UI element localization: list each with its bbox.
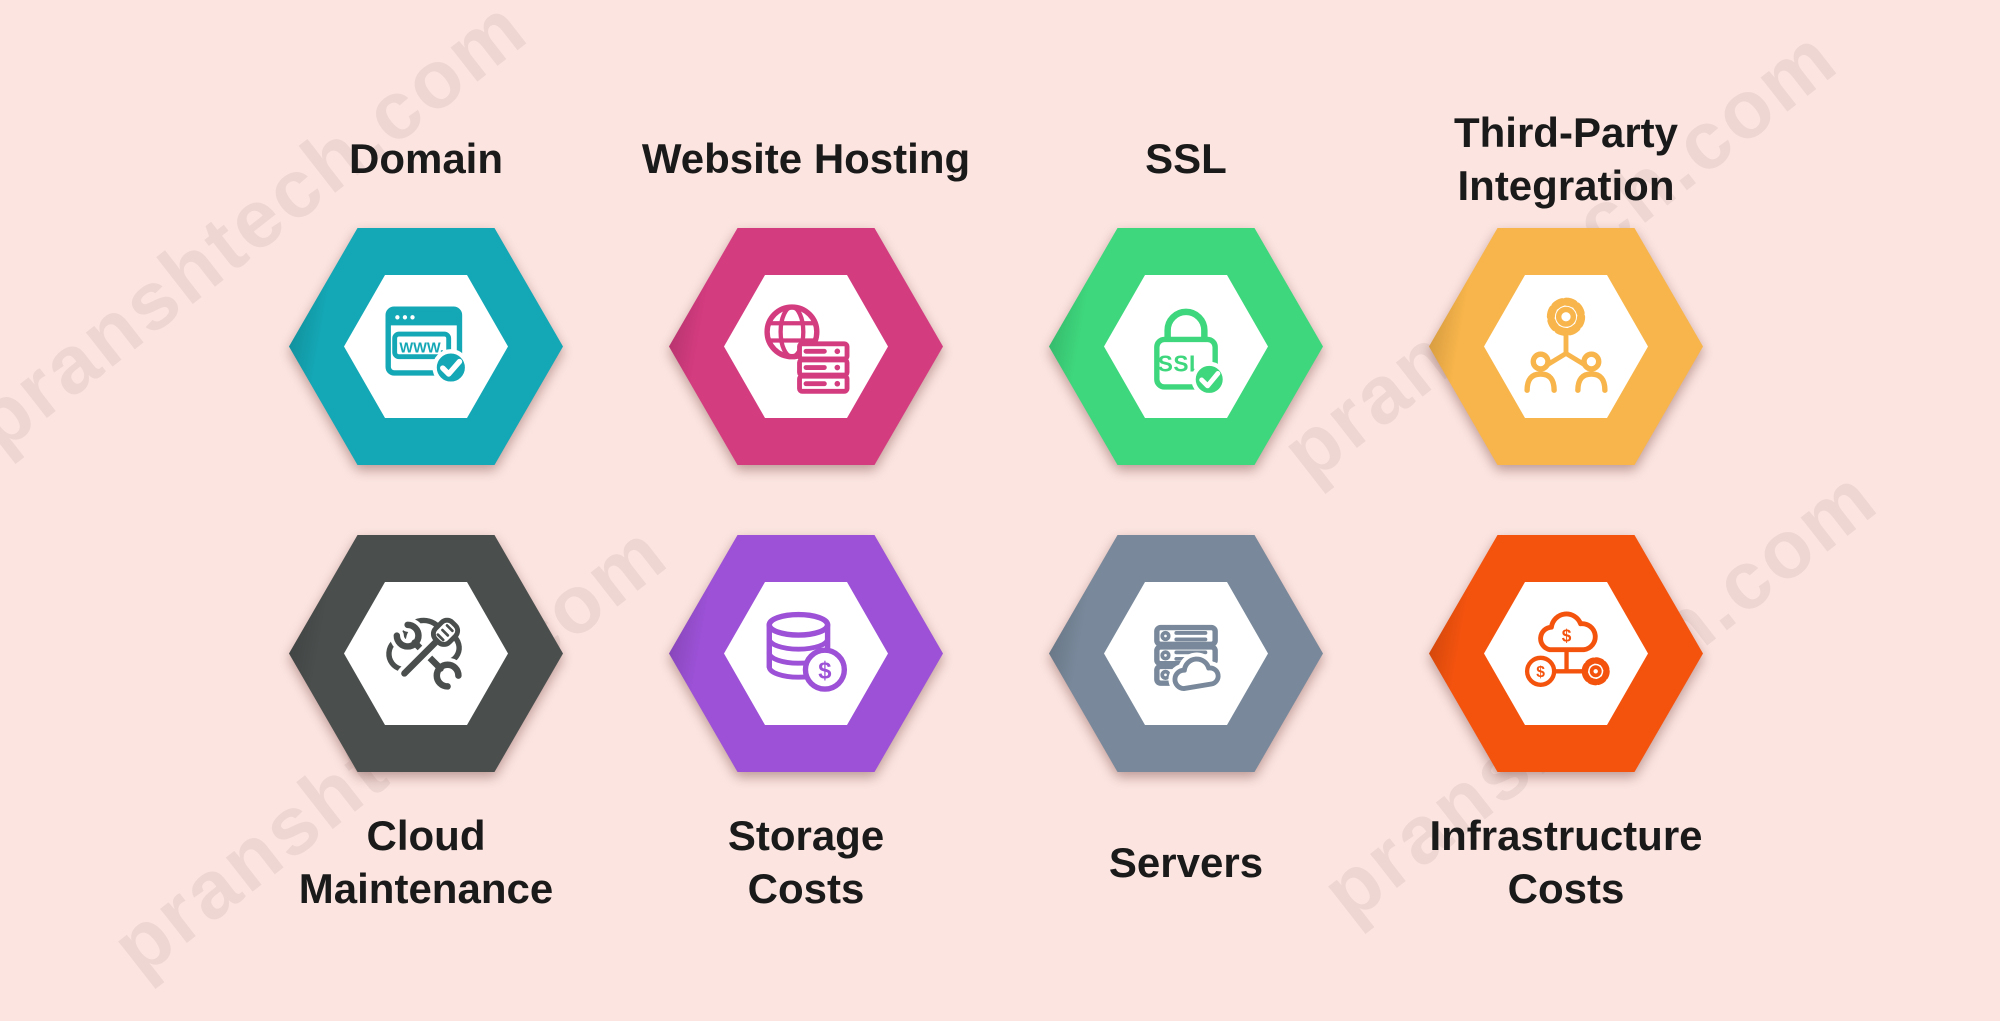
hexagon-cloud-maintenance xyxy=(289,535,563,772)
ssl-padlock-check-icon: SSL xyxy=(1154,308,1228,397)
globe-servers-icon xyxy=(764,303,850,394)
hexagon-servers xyxy=(1049,535,1323,772)
hexagon-infrastructure-costs: $ $ xyxy=(1429,535,1703,772)
item-label-servers: Servers xyxy=(1108,838,1264,886)
svg-text:WWW.: WWW. xyxy=(399,340,444,356)
gear-people-icon xyxy=(1524,297,1608,393)
server-rack-cloud-icon xyxy=(1154,624,1225,695)
item-label-website-hosting: Website Hosting xyxy=(641,135,971,183)
hexagon-third-party-integration xyxy=(1429,228,1703,465)
browser-www-check-icon: WWW. xyxy=(385,306,470,386)
item-label-storage-costs: Storage Costs xyxy=(727,812,885,912)
item-cloud-maintenance: Cloud Maintenance xyxy=(236,0,616,1021)
cloud-cost-gear-icon: $ $ xyxy=(1524,611,1610,687)
item-third-party-integration: Third-Party Integration xyxy=(1376,0,1756,1021)
item-servers: Servers xyxy=(996,0,1376,1021)
svg-text:$: $ xyxy=(1536,664,1545,681)
item-label-infrastructure-costs: Infrastructure Costs xyxy=(1429,812,1703,912)
item-website-hosting: Website Hosting xyxy=(616,0,996,1021)
item-label-third-party-integration: Third-Party Integration xyxy=(1453,108,1679,209)
item-infrastructure-costs: $ $ Infrastructure Costs xyxy=(1376,0,1756,1021)
svg-text:$: $ xyxy=(818,657,831,684)
item-domain: Domain WWW. xyxy=(236,0,616,1021)
svg-text:$: $ xyxy=(1562,625,1572,645)
coin-stack-dollar-icon: $ xyxy=(766,611,848,692)
hexagon-website-hosting xyxy=(669,228,943,465)
item-label-domain: Domain xyxy=(348,135,503,183)
item-label-cloud-maintenance: Cloud Maintenance xyxy=(298,812,554,912)
hexagon-ssl: SSL xyxy=(1049,228,1323,465)
item-ssl: SSL SSL xyxy=(996,0,1376,1021)
item-storage-costs: $ Storage Costs xyxy=(616,0,996,1021)
item-label-ssl: SSL xyxy=(1145,135,1227,183)
hexagon-domain: WWW. xyxy=(289,228,563,465)
cloud-tools-icon xyxy=(386,617,466,693)
hexagon-storage-costs: $ xyxy=(669,535,943,772)
